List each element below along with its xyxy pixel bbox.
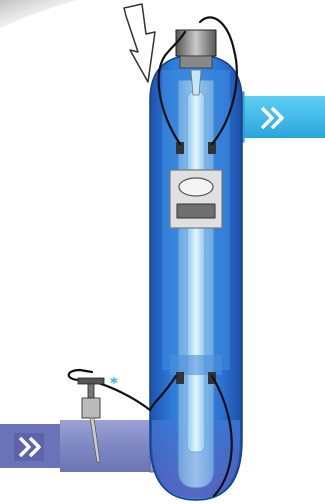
probe-fitting <box>77 377 105 463</box>
lightning-bolt-icon <box>123 3 156 83</box>
inlet-arrow-icon <box>14 433 44 461</box>
uv-lamp <box>186 91 206 453</box>
ballast-housing <box>169 169 223 229</box>
outlet-arrow-icon <box>260 106 284 130</box>
footnote-asterisk: * <box>110 374 118 392</box>
outlet-pipe <box>231 91 325 143</box>
lamp-cap <box>175 29 217 96</box>
power-cables <box>67 16 238 498</box>
lower-band <box>170 355 222 375</box>
inlet-pipe <box>0 419 169 473</box>
top-connectors <box>176 142 216 154</box>
corner-shading <box>0 0 78 28</box>
